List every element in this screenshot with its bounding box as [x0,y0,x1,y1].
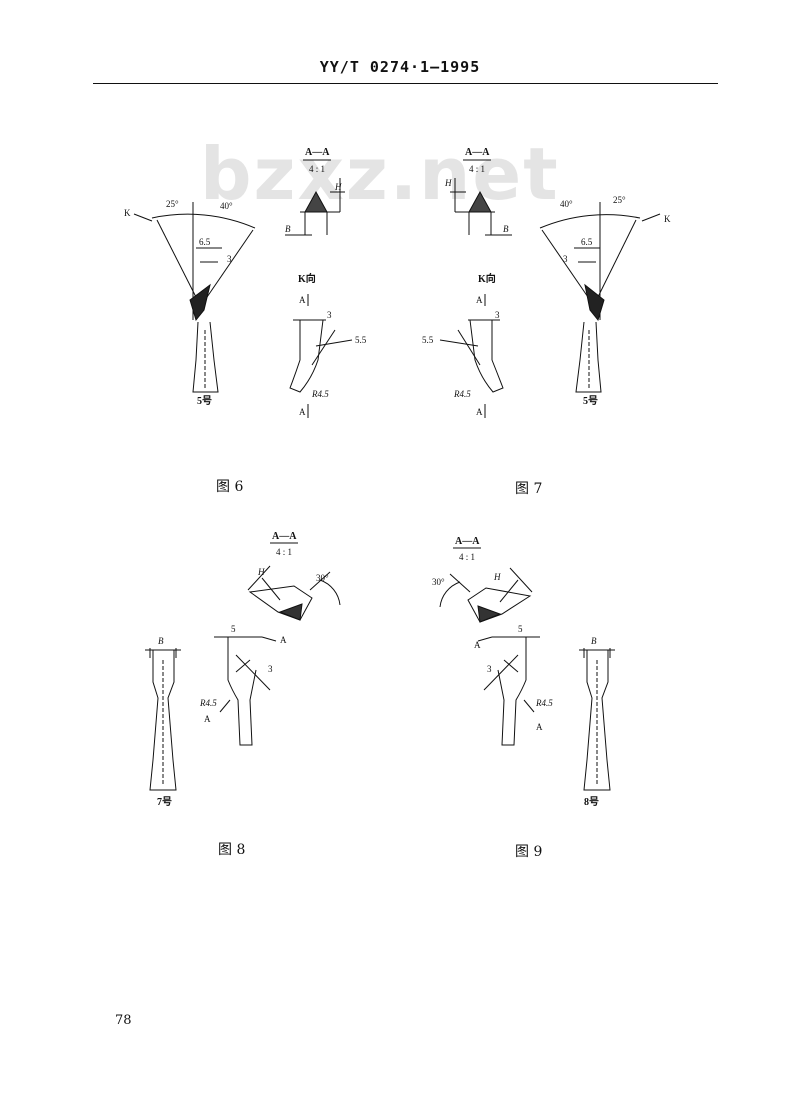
fig9-h-label: H [493,572,501,582]
figure-9: B 8号 A—A 4 : 1 H 30° 5 3 R4.5 A A [432,536,615,808]
fig6-a-top: A [299,295,306,305]
fig7-angle-right: 25° [613,195,626,205]
fig8-dim-3: 3 [268,664,273,674]
fig7-radius: R4.5 [453,389,471,399]
fig8-section-shape [248,585,313,621]
fig7-section-title: A—A [465,147,490,158]
fig8-tool-label: 7号 [157,796,172,808]
figure-9-caption: 图 9 [515,844,543,860]
fig6-angle-arc [151,213,256,229]
fig6-section-shape [304,190,328,213]
fig6-h-label: H [334,182,342,192]
fig9-side-tool [583,650,611,791]
fig9-angle: 30° [432,577,445,587]
fig6-radius: R4.5 [311,389,329,399]
fig8-side-tool [149,650,177,791]
figure-7: K 40° 25° 6.5 3 5号 A—A 4 : 1 H B K向 A 3 … [422,147,671,418]
fig9-section-shape [467,587,532,623]
figure-7-caption: 图 7 [515,481,543,497]
fig6-k-label: K [124,208,131,218]
fig8-front-tool [227,637,257,746]
header-rule [93,83,718,84]
fig8-b-label: B [158,636,164,646]
fig7-tool-label: 5号 [583,395,598,407]
fig8-radius: R4.5 [199,698,217,708]
fig7-dim-5-5: 5.5 [422,335,434,345]
fig7-right-edge [593,219,637,306]
fig6-dim-3a: 3 [227,254,232,264]
fig9-b-label: B [591,636,597,646]
watermark: bzxz.net [200,132,560,216]
fig6-b-label: B [285,224,291,234]
fig7-shank [575,321,602,393]
fig6-dim-3b: 3 [327,310,332,320]
fig7-section-shape [468,190,492,213]
figure-8: B 7号 A—A 4 : 1 H 30° 5 3 R4.5 A A [145,531,341,808]
fig6-blade [189,283,211,322]
fig7-k-arrow [641,213,661,222]
figure-6-caption: 图 6 [216,479,244,495]
fig9-a2: A [536,722,543,732]
fig9-dim-3: 3 [487,664,492,674]
fig8-a1: A [280,635,287,645]
fig6-dim-6-5: 6.5 [199,237,211,247]
fig6-right-edge [204,229,254,301]
fig7-section-scale: 4 : 1 [469,164,485,174]
fig7-view-label: K向 [478,272,496,285]
fig9-section-scale: 4 : 1 [459,552,475,562]
fig9-a1: A [474,640,481,650]
fig7-left-edge [541,229,591,301]
figure-8-caption: 图 8 [218,842,246,858]
fig8-h-label: H [257,567,265,577]
fig7-dim-3b: 3 [495,310,500,320]
fig9-section-title: A—A [455,536,480,547]
fig7-a-bottom: A [476,407,483,417]
fig8-section-title: A—A [272,531,297,542]
fig6-dim-5-5: 5.5 [355,335,367,345]
fig6-shank [192,321,219,393]
fig9-front-tool [497,637,527,746]
fig7-h-label: H [444,178,452,188]
fig9-dim-5: 5 [518,624,523,634]
fig6-section-title: A—A [305,147,330,158]
fig6-k-arrow [133,213,153,222]
fig7-dim-6-5: 6.5 [581,237,593,247]
fig8-angle: 30° [316,573,329,583]
standard-code-header: YY/T 0274·1—1995 [319,58,481,76]
fig6-view-label: K向 [298,272,316,285]
fig6-a-bottom: A [299,407,306,417]
fig7-angle-arc [539,214,641,229]
fig6-tool-label: 5号 [197,395,212,407]
fig9-tool-label: 8号 [584,796,599,808]
fig6-left-edge [156,219,201,306]
fig9-radius: R4.5 [535,698,553,708]
fig7-a-top: A [476,295,483,305]
fig8-section-scale: 4 : 1 [276,547,292,557]
fig6-angle-left: 25° [166,199,179,209]
fig7-k-label: K [664,214,671,224]
fig7-dim-3a: 3 [563,254,568,264]
fig7-blade [584,283,605,322]
figure-6: K 25° 40° 6.5 3 5号 A—A 4 : 1 H B K向 A 3 … [124,147,367,418]
fig7-angle-left: 40° [560,199,573,209]
fig6-kview-profile [289,319,324,393]
fig8-dim-5: 5 [231,624,236,634]
fig8-a2: A [204,714,211,724]
fig6-section-scale: 4 : 1 [309,164,325,174]
fig7-kview-profile [469,319,504,393]
page-number: 78 [115,1013,132,1028]
fig6-angle-right: 40° [220,201,233,211]
fig7-b-label: B [503,224,509,234]
